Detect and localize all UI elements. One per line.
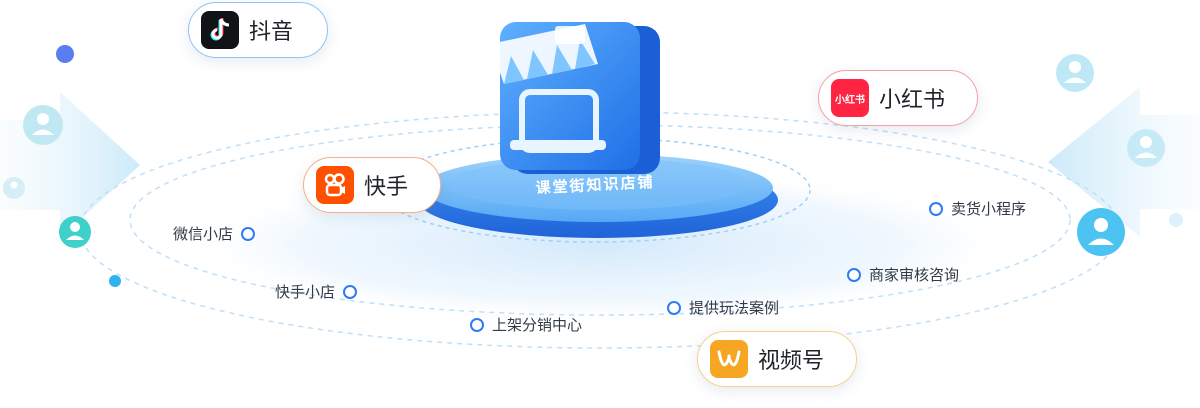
avatar-right-3: [1077, 208, 1125, 256]
left-arrow-shape: [0, 92, 140, 238]
feature-merchant-review-label: 商家审核咨询: [869, 266, 960, 284]
feature-play-cases: 提供玩法案例: [667, 297, 779, 318]
bullet-dot-icon: [241, 226, 256, 241]
feature-merchant-review: 商家审核咨询: [847, 264, 959, 285]
dot-decor-3: [1169, 213, 1183, 227]
platform-shipinhao[interactable]: 视频号: [697, 331, 857, 387]
kuaishou-logo-icon: [316, 166, 354, 204]
dot-decor-1: [56, 45, 74, 63]
feature-kuaishou-shop-label: 快手小店: [275, 283, 336, 301]
feature-wechat-shop-label: 微信小店: [173, 225, 234, 243]
feature-kuaishou-shop: 快手小店: [275, 281, 358, 302]
feature-distribution-label: 上架分销中心: [492, 316, 583, 334]
avatar-left-3: [3, 177, 25, 199]
store-icon: [490, 22, 660, 174]
platform-shipinhao-label: 视频号: [758, 349, 825, 374]
platform-xiaohongshu-label: 小红书: [879, 88, 946, 113]
dot-decor-2: [109, 275, 121, 287]
bullet-dot-icon: [929, 201, 943, 216]
platform-xiaohongshu[interactable]: 小红书 小红书: [818, 70, 978, 126]
bullet-dot-icon: [667, 300, 681, 315]
feature-play-cases-label: 提供玩法案例: [689, 299, 780, 317]
feature-distribution: 上架分销中心: [470, 314, 582, 335]
platform-kuaishou-label: 快手: [364, 175, 409, 200]
bullet-dot-icon: [343, 284, 358, 299]
platform-douyin[interactable]: 抖音: [188, 2, 328, 58]
feature-wechat-shop: 微信小店: [173, 223, 256, 244]
bullet-dot-icon: [470, 317, 484, 332]
xiaohongshu-logo-icon: 小红书: [831, 79, 869, 117]
right-arrow-shape: [1048, 87, 1200, 237]
xiaohongshu-logo-text: 小红书: [835, 94, 865, 106]
platform-kuaishou[interactable]: 快手: [303, 157, 441, 213]
bullet-dot-icon: [847, 267, 861, 282]
avatar-right-1: [1056, 54, 1094, 92]
feature-mini-program-label: 卖货小程序: [951, 200, 1027, 218]
platform-douyin-label: 抖音: [249, 20, 294, 45]
feature-mini-program: 卖货小程序: [929, 198, 1026, 219]
douyin-logo-icon: [201, 11, 239, 49]
avatar-left-2: [59, 216, 91, 248]
shipinhao-logo-icon: [710, 340, 748, 378]
avatar-left-1: [23, 105, 63, 145]
avatar-right-2: [1127, 129, 1165, 167]
